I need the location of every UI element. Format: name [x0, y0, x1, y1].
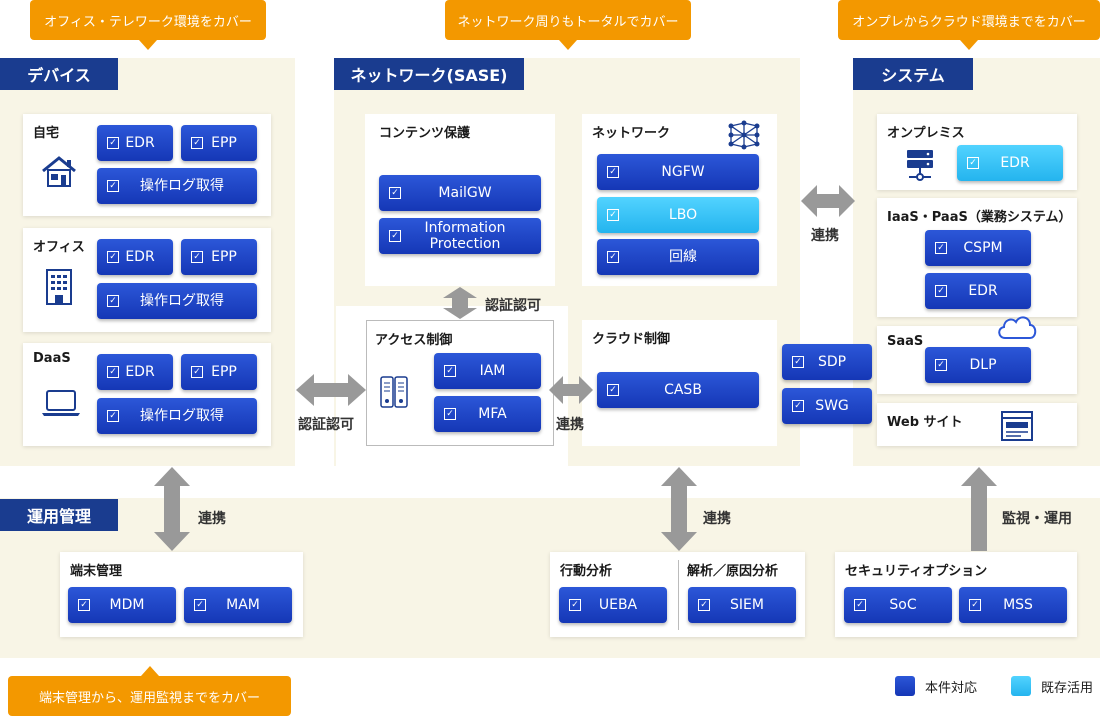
server-rack-icon — [907, 150, 933, 181]
arrow-access-cloud-label: 連携 — [556, 417, 584, 433]
legend-existing-swatch — [1011, 676, 1031, 696]
legend-existing-label: 既存活用 — [1041, 681, 1094, 696]
arrow-system-operation-label: 監視・運用 — [1002, 511, 1072, 527]
section-operation-header: 運用管理 — [0, 499, 118, 531]
card-website-title: Web サイト — [887, 415, 963, 430]
arrow-device-operation-label: 連携 — [198, 511, 226, 527]
onprem-edr-button[interactable]: ✓EDR — [957, 145, 1063, 181]
section-system-header: システム — [853, 58, 973, 90]
card-home-title: 自宅 — [33, 126, 60, 141]
iaas-edr-button[interactable]: ✓EDR — [925, 273, 1031, 309]
office-epp-button[interactable]: ✓EPP — [181, 239, 257, 275]
card-onprem-title: オンプレミス — [887, 126, 965, 141]
sdp-button[interactable]: ✓SDP — [782, 344, 872, 380]
daas-epp-button[interactable]: ✓EPP — [181, 354, 257, 390]
card-daas-title: DaaS — [33, 351, 71, 366]
callout-operation: 端末管理から、運用監視までをカバー — [8, 666, 291, 716]
card-cloud-control: クラウド制御 ✓CASB — [582, 320, 777, 446]
line-button[interactable]: ✓回線 — [597, 239, 759, 275]
card-security-options: セキュリティオプション ✓SoC ✓MSS — [835, 552, 1077, 637]
home-edr-button[interactable]: ✓EDR — [97, 125, 173, 161]
card-network: ネットワーク ✓NGFW ✓LBO ✓回線 — [582, 114, 777, 286]
house-icon — [42, 156, 76, 187]
lbo-button[interactable]: ✓LBO — [597, 197, 759, 233]
card-saas-title: SaaS — [887, 334, 924, 349]
laptop-icon — [42, 390, 80, 416]
callout-system: オンプレからクラウド環境までをカバー — [838, 0, 1100, 50]
callout-device-text: オフィス・テレワーク環境をカバー — [44, 14, 252, 30]
server-icon — [380, 376, 408, 408]
office-edr-button[interactable]: ✓EDR — [97, 239, 173, 275]
card-website: Web サイト — [877, 403, 1077, 446]
office-oplog-button[interactable]: ✓操作ログ取得 — [97, 283, 257, 319]
card-endpoint-title: 端末管理 — [70, 564, 123, 579]
legend-primary-label: 本件対応 — [925, 681, 978, 696]
section-network-header: ネットワーク(SASE) — [334, 58, 524, 90]
information-protection-button[interactable]: ✓Information Protection — [379, 218, 541, 254]
casb-button[interactable]: ✓CASB — [597, 372, 759, 408]
network-graph-icon — [728, 120, 760, 150]
card-access-title: アクセス制御 — [375, 333, 453, 348]
dlp-button[interactable]: ✓DLP — [925, 347, 1031, 383]
iam-button[interactable]: ✓IAM — [434, 353, 541, 389]
home-oplog-button[interactable]: ✓操作ログ取得 — [97, 168, 257, 204]
arrow-system-operation — [961, 467, 997, 551]
arrow-cloud-operation-label: 連携 — [703, 511, 731, 527]
mfa-button[interactable]: ✓MFA — [434, 396, 541, 432]
arrow-cloud-operation — [661, 467, 697, 551]
card-contents-title: コンテンツ保護 — [379, 126, 471, 141]
card-contents-protection: コンテンツ保護 ✓MailGW ✓Information Protection — [365, 114, 555, 286]
mdm-button[interactable]: ✓MDM — [68, 587, 176, 623]
section-device-header: デバイス — [0, 58, 118, 90]
card-access-control: アクセス制御 ✓IAM ✓MFA — [366, 320, 554, 446]
card-iaas-title: IaaS・PaaS（業務システム） — [887, 210, 1072, 225]
soc-button[interactable]: ✓SoC — [844, 587, 952, 623]
mailgw-button[interactable]: ✓MailGW — [379, 175, 541, 211]
arrow-device-network-label: 認証認可 — [298, 417, 354, 433]
legend: 本件対応 既存活用 — [895, 676, 1100, 696]
cspm-button[interactable]: ✓CSPM — [925, 230, 1031, 266]
siem-button[interactable]: ✓SIEM — [688, 587, 796, 623]
arrow-contents-access — [443, 287, 477, 319]
office-building-icon — [46, 269, 72, 305]
callout-network-text: ネットワーク周りもトータルでカバー — [457, 14, 679, 30]
card-home: 自宅 ✓EDR ✓EPP ✓操作ログ取得 — [23, 114, 271, 216]
callout-system-text: オンプレからクラウド環境までをカバー — [852, 14, 1086, 30]
arrow-device-network — [296, 374, 366, 406]
browser-window-icon — [1001, 411, 1033, 441]
card-office-title: オフィス — [33, 240, 85, 255]
card-behavior-title: 行動分析 — [560, 564, 613, 579]
card-network-title: ネットワーク — [592, 126, 671, 141]
arrow-contents-access-label: 認証認可 — [485, 298, 541, 314]
mss-button[interactable]: ✓MSS — [959, 587, 1067, 623]
daas-edr-button[interactable]: ✓EDR — [97, 354, 173, 390]
arrow-network-system-label: 連携 — [811, 228, 839, 244]
card-analysis: 行動分析 解析／原因分析 ✓UEBA ✓SIEM — [550, 552, 805, 637]
card-onpremises: オンプレミス ✓EDR — [877, 114, 1077, 190]
daas-oplog-button[interactable]: ✓操作ログ取得 — [97, 398, 257, 434]
cloud-icon — [998, 316, 1037, 339]
card-endpoint-management: 端末管理 ✓MDM ✓MAM — [60, 552, 303, 637]
mam-button[interactable]: ✓MAM — [184, 587, 292, 623]
card-iaas-paas: IaaS・PaaS（業務システム） ✓CSPM ✓EDR — [877, 198, 1077, 317]
card-security-title: セキュリティオプション — [845, 564, 988, 579]
callout-device: オフィス・テレワーク環境をカバー — [30, 0, 266, 50]
callout-operation-text: 端末管理から、運用監視までをカバー — [38, 690, 260, 706]
card-office: オフィス ✓EDR ✓EPP ✓操作ログ取得 — [23, 228, 271, 332]
arrow-device-operation — [154, 467, 190, 551]
callout-network: ネットワーク周りもトータルでカバー — [445, 0, 691, 50]
arrow-network-system — [801, 185, 855, 217]
card-root-cause-title: 解析／原因分析 — [687, 564, 779, 579]
legend-primary-swatch — [895, 676, 915, 696]
swg-button[interactable]: ✓SWG — [782, 388, 872, 424]
home-epp-button[interactable]: ✓EPP — [181, 125, 257, 161]
card-saas: SaaS ✓DLP — [877, 316, 1077, 394]
analysis-divider — [678, 560, 679, 630]
card-daas: DaaS ✓EDR ✓EPP ✓操作ログ取得 — [23, 343, 271, 446]
ueba-button[interactable]: ✓UEBA — [559, 587, 667, 623]
ngfw-button[interactable]: ✓NGFW — [597, 154, 759, 190]
arrow-access-cloud — [549, 376, 593, 404]
card-cloud-title: クラウド制御 — [592, 332, 671, 347]
